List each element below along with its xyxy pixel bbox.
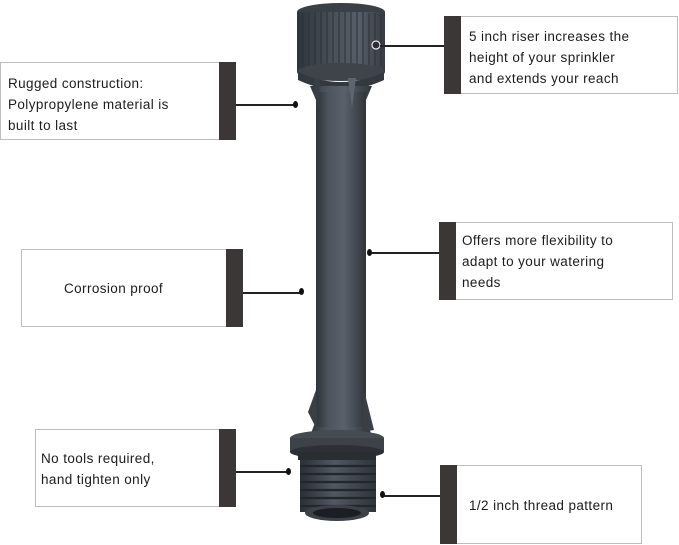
leader-line bbox=[370, 252, 439, 254]
callout-riser-height: 5 inch riser increases the height of you… bbox=[444, 16, 678, 94]
leader-dot-icon bbox=[380, 491, 385, 498]
callout-accent-bar bbox=[439, 222, 456, 300]
leader-line bbox=[383, 495, 440, 497]
callout-text-line: Corrosion proof bbox=[64, 281, 164, 296]
leader-dot-icon bbox=[286, 468, 291, 475]
callout-accent-bar bbox=[444, 16, 461, 94]
callout-accent-bar bbox=[226, 249, 243, 327]
callout-text-line: height of your sprinkler bbox=[469, 50, 616, 65]
callout-text-line: Offers more flexibility to bbox=[462, 233, 614, 248]
callout-text-line: Rugged construction: bbox=[8, 76, 144, 91]
callout-accent-bar bbox=[440, 465, 457, 544]
callout-no-tools: No tools required, hand tighten only bbox=[35, 429, 236, 507]
leader-dot-icon bbox=[367, 249, 372, 256]
callout-rugged-construction: Rugged construction: Polypropylene mater… bbox=[0, 62, 236, 140]
callout-text-line: and extends your reach bbox=[469, 71, 619, 86]
leader-line bbox=[236, 104, 294, 106]
callout-flexibility: Offers more flexibility to adapt to your… bbox=[439, 222, 673, 300]
callout-text-line: Polypropylene material is bbox=[8, 97, 169, 112]
leader-line bbox=[380, 45, 444, 47]
callout-text-line: adapt to your watering bbox=[462, 254, 605, 269]
callout-text-line: needs bbox=[462, 275, 501, 290]
callout-corrosion-proof: Corrosion proof bbox=[21, 249, 243, 327]
callout-text-line: built to last bbox=[8, 118, 78, 133]
callout-accent-bar bbox=[219, 429, 236, 507]
cap-icon bbox=[297, 3, 385, 90]
leader-dot-icon bbox=[293, 101, 298, 108]
callout-thread-pattern: 1/2 inch thread pattern bbox=[440, 465, 642, 544]
callout-text-line: hand tighten only bbox=[41, 472, 151, 487]
leader-line bbox=[243, 292, 301, 294]
callout-text-line: 5 inch riser increases the bbox=[469, 29, 630, 44]
leader-dot-icon bbox=[299, 288, 304, 295]
callout-text-line: 1/2 inch thread pattern bbox=[469, 498, 614, 513]
callout-text-line: No tools required, bbox=[41, 451, 155, 466]
callout-accent-bar bbox=[219, 62, 236, 140]
leader-line bbox=[236, 471, 288, 473]
